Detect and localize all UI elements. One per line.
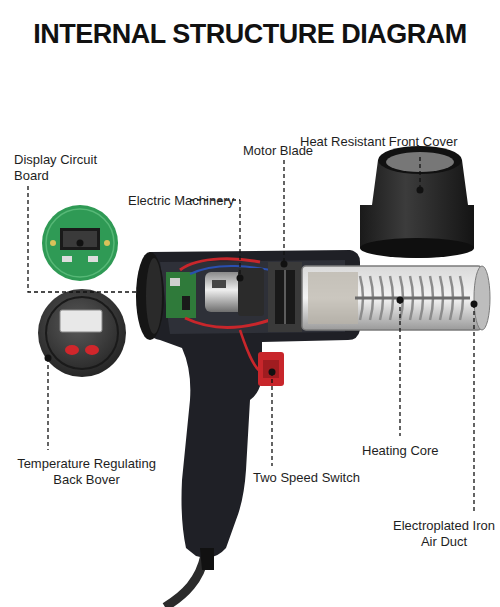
leader-lines-part	[28, 186, 140, 292]
part-label: Electric Machinery	[128, 193, 243, 209]
back-cover-part	[60, 310, 102, 332]
power-cable	[165, 555, 205, 607]
leader-lines-part	[399, 300, 400, 436]
circuit-board-part	[50, 240, 56, 246]
wires-part	[185, 318, 270, 327]
leader-dots-part	[77, 240, 84, 247]
leader-dots	[45, 187, 478, 376]
back-cover-part	[65, 345, 79, 355]
part-label: Heating Core	[362, 443, 472, 459]
heating-tube-part	[308, 272, 358, 324]
leader-lines-part	[47, 358, 48, 450]
front-cover-part	[360, 238, 474, 258]
leader-dots-part	[281, 261, 288, 268]
heating-tube-part	[474, 266, 490, 330]
back-cap-part	[146, 258, 162, 334]
back-cover	[38, 289, 126, 377]
inner-board-part	[166, 272, 196, 318]
circuit-board-part	[88, 256, 98, 262]
part-label: Two Speed Switch	[253, 470, 383, 486]
motor-blade	[268, 262, 302, 332]
inner-board-part	[170, 278, 180, 286]
leader-lines-part	[473, 304, 474, 512]
motor-part	[212, 280, 226, 288]
front-cover	[360, 146, 474, 258]
leader-dots-part	[237, 275, 244, 282]
back-cap	[136, 252, 164, 340]
heating-tube	[302, 266, 490, 330]
leader-dots-part	[269, 369, 276, 376]
circuit-board-part	[46, 209, 114, 277]
inner-board	[166, 272, 196, 318]
leader-dots-part	[45, 355, 52, 362]
leader-lines-part	[419, 157, 420, 190]
back-cover-part	[38, 289, 126, 377]
gun-body-part	[200, 548, 214, 570]
circuit-board-part	[104, 240, 110, 246]
circuit-board-part	[63, 231, 97, 247]
motor-blade-part	[268, 262, 302, 332]
part-label: Display Circuit Board	[14, 152, 106, 184]
back-cover-part	[46, 297, 118, 369]
speed-switch	[258, 352, 284, 386]
leader-dots-part	[397, 297, 404, 304]
power-cable-part	[165, 555, 205, 607]
leader-dots-part	[417, 187, 424, 194]
front-cover-part	[386, 152, 454, 172]
circuit-board-part	[60, 228, 100, 250]
circuit-board	[42, 205, 118, 281]
leader-dots-part	[471, 301, 478, 308]
front-cover-part	[360, 160, 474, 258]
part-label: Temperature Regulating Back Bover	[4, 456, 169, 488]
heating-coil	[355, 276, 470, 320]
circuit-board-part	[62, 256, 72, 262]
heating-coil-part	[355, 297, 470, 300]
motor-blade-part	[275, 270, 295, 324]
back-cap-part	[136, 252, 164, 340]
leader-lines-part	[283, 160, 284, 262]
inner-board-part	[182, 296, 190, 310]
back-cover-part	[85, 345, 99, 355]
motor	[205, 268, 264, 316]
page-title: INTERNAL STRUCTURE DIAGRAM	[0, 18, 500, 50]
leader-lines-part	[271, 372, 272, 466]
circuit-board-part	[42, 205, 118, 281]
gun-body	[146, 250, 360, 570]
leader-lines-part	[239, 200, 240, 276]
part-label: Electroplated Iron Air Duct	[392, 518, 496, 550]
gun-body-part	[146, 250, 360, 558]
motor-blade-part	[284, 270, 286, 324]
part-label: Heat Resistant Front Cover	[300, 134, 495, 150]
speed-switch-part	[258, 352, 284, 386]
heating-tube-part	[302, 266, 482, 330]
speed-switch-part	[263, 360, 279, 378]
